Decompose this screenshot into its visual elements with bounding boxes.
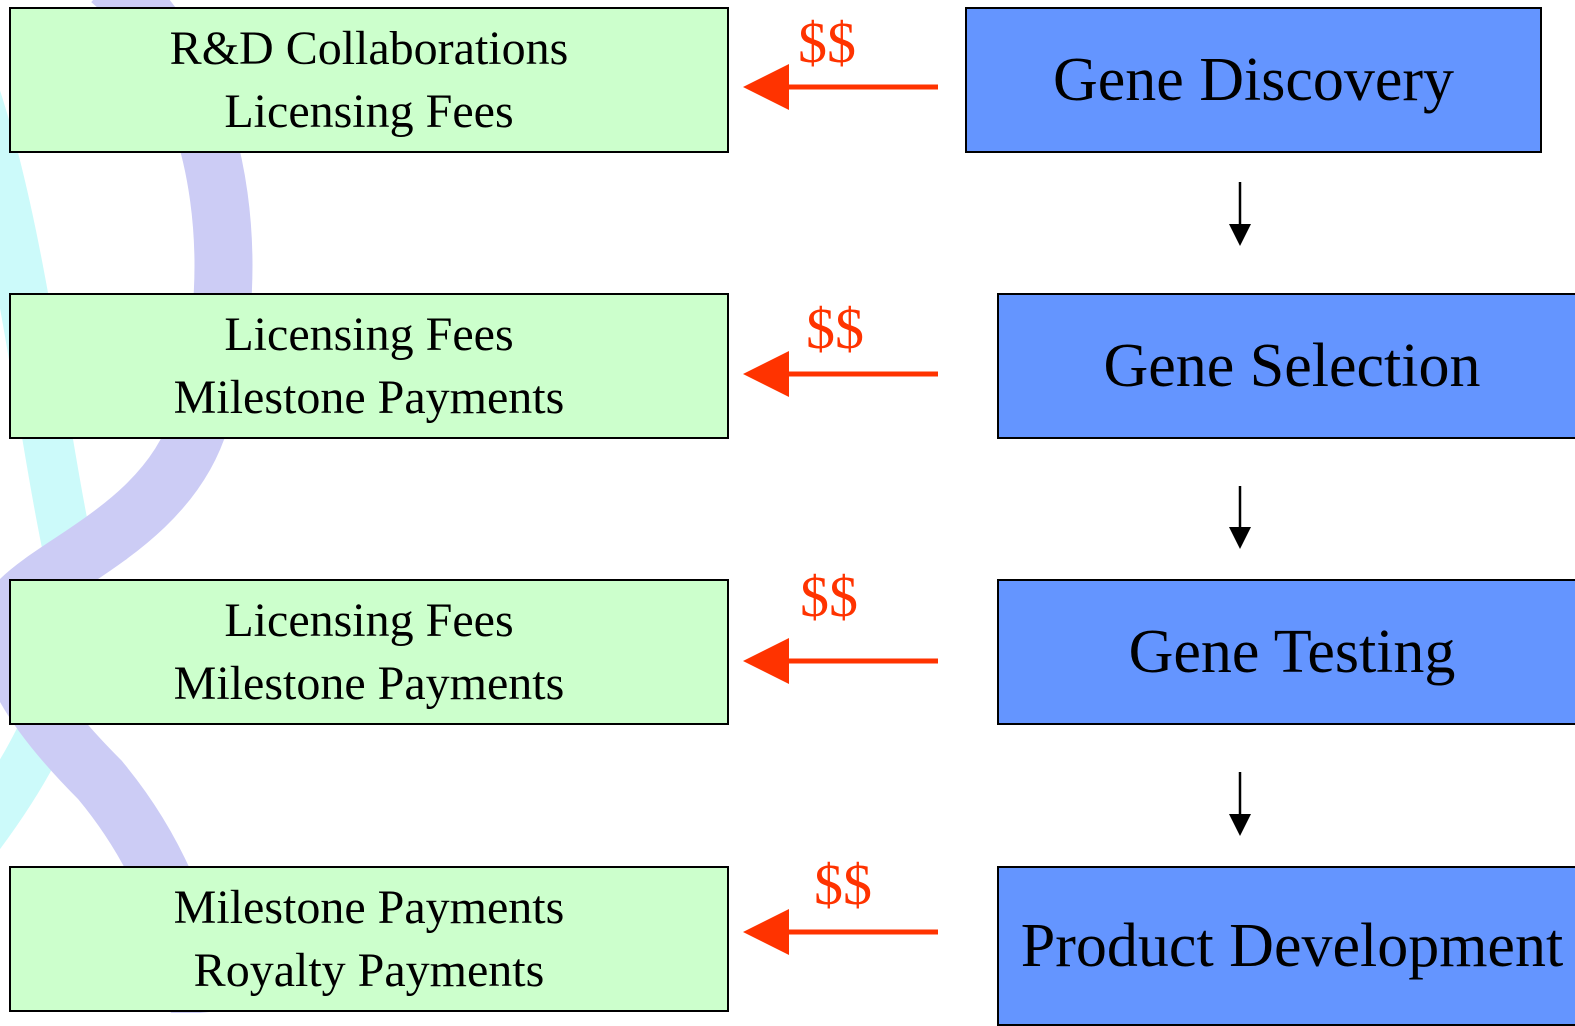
stage-label: Gene Discovery bbox=[1052, 46, 1455, 114]
stage-label: Gene Testing bbox=[1128, 618, 1456, 686]
revenue-line: R&D Collaborations bbox=[169, 22, 569, 75]
revenue-line: Royalty Payments bbox=[193, 944, 545, 997]
payment-arrow bbox=[743, 909, 938, 955]
revenue-line: Milestone Payments bbox=[173, 881, 565, 934]
payment-arrow bbox=[743, 64, 938, 110]
revenue-line: Licensing Fees bbox=[224, 308, 514, 361]
stage-box-gene-discovery: Gene Discovery bbox=[965, 7, 1542, 153]
revenue-line: Milestone Payments bbox=[173, 657, 565, 710]
payment-arrow bbox=[743, 638, 938, 684]
flow-arrow-down bbox=[1229, 182, 1251, 246]
payment-symbol: $$ bbox=[798, 10, 856, 75]
payment-symbol: $$ bbox=[806, 296, 864, 361]
revenue-line: Licensing Fees bbox=[224, 594, 514, 647]
revenue-box-selection: Licensing Fees Milestone Payments bbox=[9, 293, 729, 439]
payment-arrow bbox=[743, 351, 938, 397]
stage-box-gene-testing: Gene Testing bbox=[997, 579, 1575, 725]
revenue-box-discovery: R&D Collaborations Licensing Fees bbox=[9, 7, 729, 153]
payment-symbol: $$ bbox=[800, 564, 858, 629]
flow-arrow-down bbox=[1229, 772, 1251, 836]
payment-symbol: $$ bbox=[814, 852, 872, 917]
stage-label: Gene Selection bbox=[1103, 332, 1481, 400]
revenue-box-development: Milestone Payments Royalty Payments bbox=[9, 866, 729, 1012]
flow-arrow-down bbox=[1229, 486, 1251, 549]
stage-box-gene-selection: Gene Selection bbox=[997, 293, 1575, 439]
revenue-box-testing: Licensing Fees Milestone Payments bbox=[9, 579, 729, 725]
stage-label: Product Development bbox=[1020, 912, 1564, 980]
revenue-line: Licensing Fees bbox=[224, 85, 514, 138]
revenue-line: Milestone Payments bbox=[173, 371, 565, 424]
